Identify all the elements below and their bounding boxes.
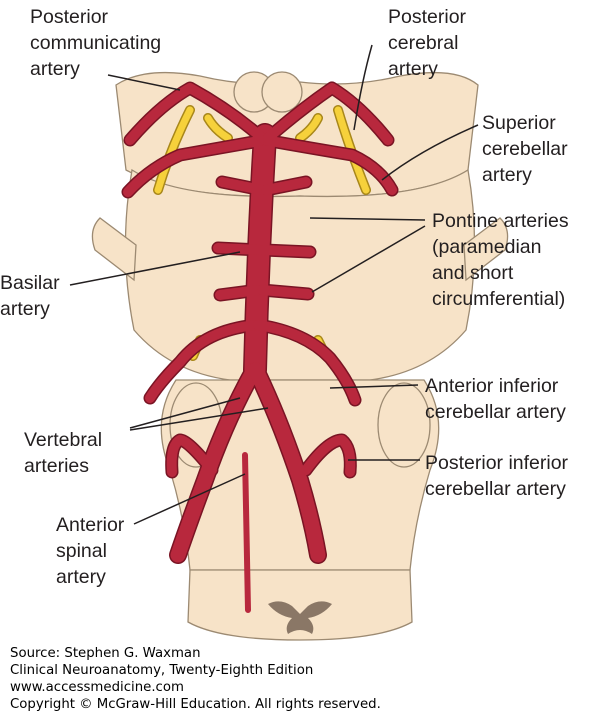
label-posterior-cerebral-artery: Posterior cerebral artery bbox=[388, 6, 467, 80]
source-credit: Source: Stephen G. Waxman Clinical Neuro… bbox=[10, 645, 381, 713]
pontine-artery bbox=[215, 285, 263, 300]
copyright-notice: Copyright © McGraw-Hill Education. All r… bbox=[10, 697, 381, 712]
anterior-inferior-cerebellar-artery-left bbox=[145, 320, 261, 403]
arteries bbox=[123, 83, 397, 613]
trochlear-nerve-right bbox=[296, 114, 322, 142]
label-anterior-spinal-artery: Anterior spinal artery bbox=[56, 514, 125, 588]
label-pontine-arteries: Pontine arteries (paramedian and short c… bbox=[432, 210, 569, 310]
posterior-cerebral-artery-right bbox=[263, 83, 393, 145]
label-superior-cerebellar-artery: Superior cerebellar artery bbox=[482, 112, 568, 186]
source-url: www.accessmedicine.com bbox=[10, 680, 184, 695]
spinal-grey-matter bbox=[268, 601, 332, 634]
pontine-artery bbox=[213, 243, 265, 255]
pontine-artery bbox=[259, 245, 315, 257]
posterior-inferior-cerebellar-artery-left bbox=[166, 435, 217, 477]
pontine-artery bbox=[217, 177, 267, 195]
trochlear-nerve-left bbox=[204, 114, 232, 142]
vertebral-artery-right bbox=[248, 362, 326, 563]
brainstem bbox=[91, 71, 509, 641]
trigeminal-nerve-left bbox=[91, 217, 137, 282]
olive-right bbox=[377, 382, 431, 468]
label-posterior-inferior-cerebellar-artery: Posterior inferior cerebellar artery bbox=[425, 452, 569, 500]
pons bbox=[124, 168, 476, 381]
superior-cerebellar-artery-left bbox=[123, 135, 270, 197]
label-posterior-communicating-artery: Posterior communicating artery bbox=[30, 6, 162, 80]
mammillary-body-right bbox=[261, 71, 303, 113]
spinal-cord bbox=[187, 569, 413, 641]
pontine-artery bbox=[257, 285, 313, 299]
pontine-artery bbox=[261, 177, 311, 195]
anterior-spinal-artery bbox=[242, 452, 251, 613]
source-book: Clinical Neuroanatomy, Twenty-Eighth Edi… bbox=[10, 663, 314, 678]
source-author: Source: Stephen G. Waxman bbox=[10, 646, 201, 661]
trigeminal-nerve-right bbox=[463, 217, 509, 282]
superior-cerebellar-artery-right bbox=[260, 135, 397, 195]
label-basilar-artery: Basilar artery bbox=[0, 272, 60, 320]
posterior-cerebral-artery-left bbox=[125, 83, 267, 145]
leader-lines bbox=[69, 44, 479, 525]
anterior-inferior-cerebellar-artery-right bbox=[253, 320, 360, 405]
oculomotor-nerve-left bbox=[154, 106, 194, 194]
label-anterior-inferior-cerebellar-artery: Anterior inferior cerebellar artery bbox=[425, 375, 566, 423]
label-vertebral-arteries: Vertebral arteries bbox=[24, 429, 103, 477]
